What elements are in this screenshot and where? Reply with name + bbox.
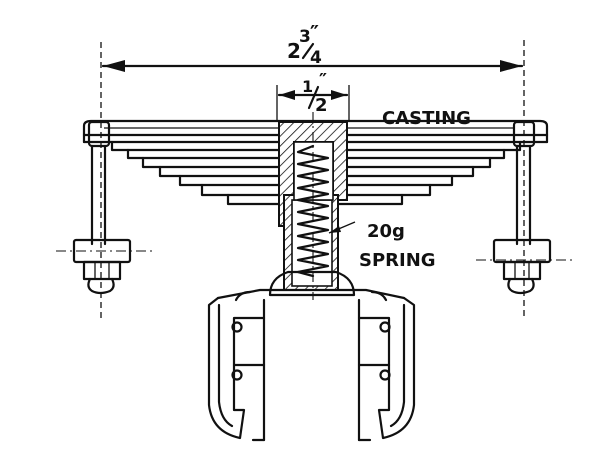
central-casting <box>278 112 348 300</box>
casting-label: CASTING <box>382 108 471 129</box>
gripper-jaws <box>207 270 416 442</box>
overall-width-numerator: 3 <box>299 27 311 47</box>
left-hanger-bolt <box>56 120 152 295</box>
right-hanger-bolt <box>476 120 575 295</box>
stem-width-unit: ″ <box>319 70 327 91</box>
overall-width-whole: 2 <box>287 39 301 63</box>
spring-gauge-label: 20g <box>367 221 405 242</box>
spring-leader <box>328 221 356 234</box>
spring-label: SPRING <box>359 250 436 271</box>
stem-width-denominator: 2 <box>315 95 328 116</box>
overall-width-dimension: 2 3 ″ 4 <box>100 21 525 318</box>
stem-width-dimension: 1 2 ″ <box>276 70 350 122</box>
overall-width-unit: ″ <box>310 21 319 45</box>
coil-spring <box>296 144 330 278</box>
overall-width-denominator: 4 <box>310 48 322 68</box>
stem-width-numerator: 1 <box>302 77 313 96</box>
